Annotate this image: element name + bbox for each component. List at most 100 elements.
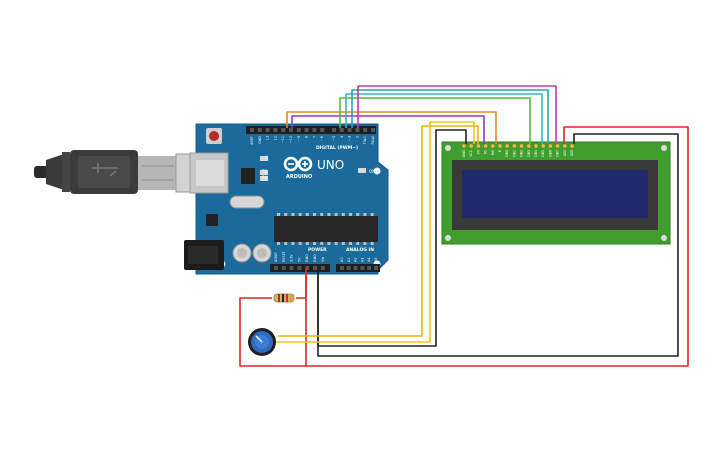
digital-header[interactable] xyxy=(246,126,376,134)
lcd-pin-label: GND xyxy=(462,149,466,157)
lcd-pin-label: V0 xyxy=(476,150,480,154)
chip-leg xyxy=(277,242,280,245)
power-pin-hole[interactable] xyxy=(281,266,286,270)
digital-pin-label: RX◂0 xyxy=(371,136,375,145)
lcd-pin[interactable] xyxy=(476,143,481,149)
digital-pin-label: ~11 xyxy=(281,136,285,143)
wire-gold xyxy=(278,125,479,337)
digital-header-label: DIGITAL (PWM~) xyxy=(316,145,358,151)
analog-header[interactable] xyxy=(336,264,380,272)
lcd-pin[interactable] xyxy=(555,143,560,149)
capacitors xyxy=(232,243,272,263)
power-pin-hole[interactable] xyxy=(297,266,302,270)
lcd-pin[interactable] xyxy=(519,143,524,149)
power-pin-hole[interactable] xyxy=(274,266,278,270)
lcd-pin[interactable] xyxy=(562,143,568,149)
digital-pin-hole[interactable] xyxy=(363,128,368,132)
l-led-label: L xyxy=(266,155,269,160)
lcd-pin[interactable] xyxy=(461,143,467,149)
analog-pin-hole[interactable] xyxy=(340,266,344,270)
atmega-chip xyxy=(274,213,378,245)
lcd-pin[interactable] xyxy=(533,143,539,149)
lcd-pin-label: RW xyxy=(491,149,495,155)
digital-pin-hole[interactable] xyxy=(281,128,286,132)
wire-yellow-v0 xyxy=(276,121,475,343)
lcd-pin-label: DB4 xyxy=(534,150,538,157)
wires xyxy=(239,85,689,367)
power-pin-hole[interactable] xyxy=(313,266,317,270)
lcd-pin-header[interactable] xyxy=(461,143,575,149)
power-pin-label: IOREF xyxy=(274,252,278,262)
lcd-pin[interactable] xyxy=(490,143,496,149)
chip-leg xyxy=(349,242,352,245)
power-header[interactable] xyxy=(270,264,330,272)
chip-leg xyxy=(349,213,352,216)
analog-pin-hole[interactable] xyxy=(374,266,378,270)
digital-pin-hole[interactable] xyxy=(332,128,336,132)
lcd-pin-label: DB7 xyxy=(556,150,560,157)
chip-leg xyxy=(298,213,302,216)
analog-pin-hole[interactable] xyxy=(353,266,358,270)
digital-pin-hole[interactable] xyxy=(320,128,325,132)
tx-led-label: TX xyxy=(261,169,267,174)
digital-pin-hole[interactable] xyxy=(347,128,352,132)
lcd-pin[interactable] xyxy=(569,143,575,149)
lcd-pin-label: LED xyxy=(570,149,574,156)
lcd-pin[interactable] xyxy=(548,143,553,149)
digital-pin-label: 7 xyxy=(312,136,316,138)
power-pin-hole[interactable] xyxy=(320,266,325,270)
digital-pin-hole[interactable] xyxy=(273,128,278,132)
chip-leg xyxy=(291,213,295,216)
analog-pin-label: A1 xyxy=(347,258,351,262)
lcd-pin[interactable] xyxy=(497,143,503,149)
power-pin-label: Vin xyxy=(321,257,325,262)
lcd-pin-label: E xyxy=(498,150,502,152)
chip-leg xyxy=(284,242,288,245)
analog-pin-hole[interactable] xyxy=(346,266,351,270)
lcd-pin[interactable] xyxy=(483,143,488,149)
digital-pin-hole[interactable] xyxy=(296,128,301,132)
lcd-pin[interactable] xyxy=(540,143,546,149)
wire-red-resistor xyxy=(296,268,307,299)
lcd-pin-label: DB3 xyxy=(527,150,531,157)
chip-leg xyxy=(341,242,345,245)
chip-leg xyxy=(363,213,367,216)
chip-leg xyxy=(356,213,360,216)
lcd-pin[interactable] xyxy=(526,143,532,149)
chip-leg xyxy=(327,213,331,216)
digital-pin-label: ~3 xyxy=(348,136,352,141)
resistor[interactable] xyxy=(273,293,295,303)
digital-pin-hole[interactable] xyxy=(339,128,344,132)
lcd-pin[interactable] xyxy=(504,143,510,149)
analog-pin-hole[interactable] xyxy=(360,266,365,270)
wire-purple xyxy=(291,115,485,144)
rx-led-label: RX xyxy=(262,175,268,180)
chip-leg xyxy=(305,213,309,216)
analog-pin-label: A5 xyxy=(374,258,378,262)
power-pin-hole[interactable] xyxy=(289,266,294,270)
wire-cyan xyxy=(345,93,543,144)
analog-pin-hole[interactable] xyxy=(367,266,372,270)
digital-pin-hole[interactable] xyxy=(304,128,309,132)
digital-pin-hole[interactable] xyxy=(250,128,254,132)
digital-pin-label: ~5 xyxy=(332,136,336,141)
digital-pin-hole[interactable] xyxy=(289,128,293,132)
power-header-label: POWER xyxy=(308,247,327,253)
power-pin-hole[interactable] xyxy=(305,266,310,270)
digital-pin-hole[interactable] xyxy=(265,128,270,132)
reset-button[interactable] xyxy=(206,128,222,144)
lcd-pin[interactable] xyxy=(512,143,517,149)
digital-pin-hole[interactable] xyxy=(355,128,360,132)
digital-pin-hole[interactable] xyxy=(371,128,375,132)
potentiometer[interactable] xyxy=(248,328,276,356)
digital-pin-hole[interactable] xyxy=(257,128,262,132)
chip-leg xyxy=(334,213,338,216)
digital-pin-hole[interactable] xyxy=(312,128,317,132)
lcd-pin[interactable] xyxy=(468,143,474,149)
chip-leg xyxy=(291,242,295,245)
